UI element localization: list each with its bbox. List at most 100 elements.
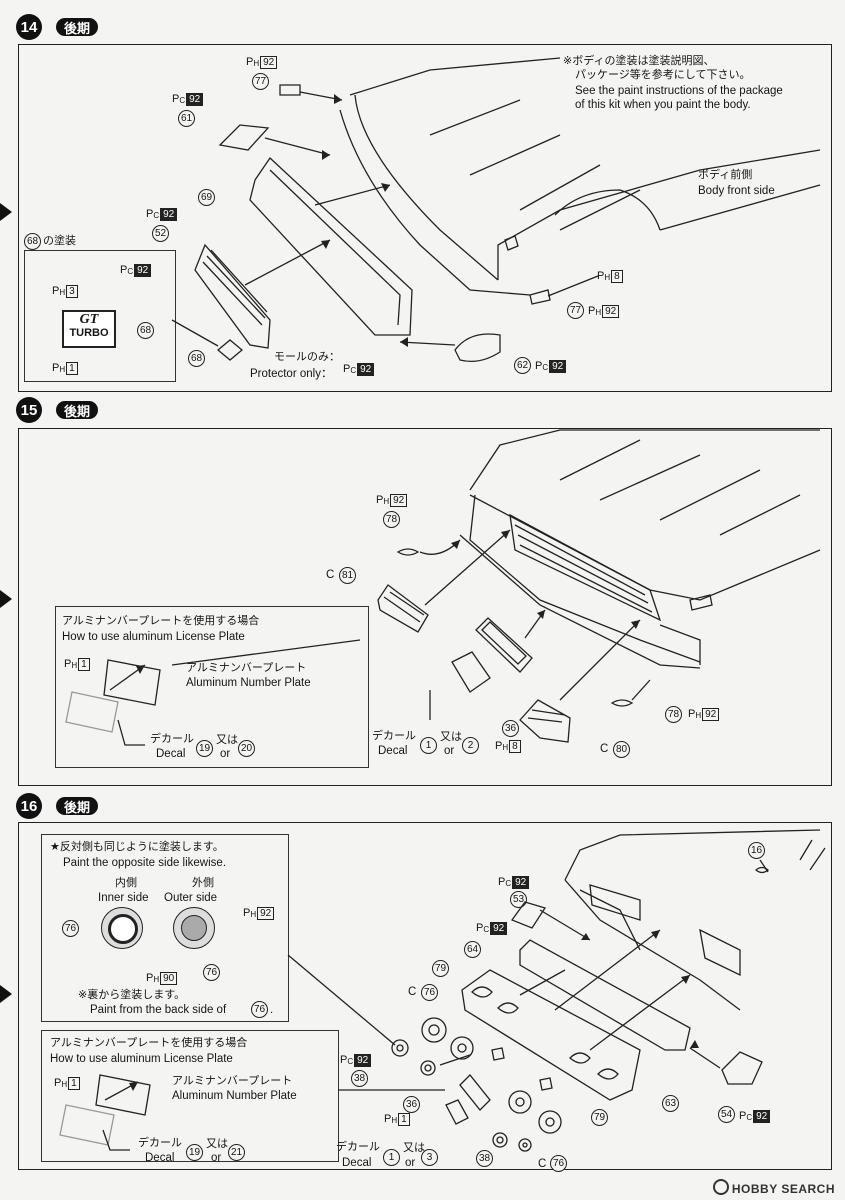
step-15-drawing [65,429,821,746]
decal-en-15: Decal [156,748,186,760]
inset-16-ja: アルミナンバープレートを使用する場合 [50,1036,248,1049]
opposite-side-note-ja: ★反対側も同じように塗装します。 [50,840,224,853]
paint-note-en-1: See the paint instructions of the packag… [575,85,783,97]
inset-15-ja: アルミナンバープレートを使用する場合 [62,614,260,627]
alu-plate-ja-15: アルミナンバープレート [186,661,307,674]
opposite-side-note-en: Paint the opposite side likewise. [63,857,227,869]
c-label-76-top: C [408,986,417,998]
c-label-81: C [326,569,335,581]
decal-en-16b: Decal [342,1157,372,1169]
c-label-76-bottom: C [538,1158,547,1170]
part-78-right: 78 [665,706,682,723]
part-53: 53 [510,891,527,908]
outer-side-ring [173,907,215,949]
part-64: 64 [464,941,481,958]
alu-plate-en-16: Aluminum Number Plate [172,1090,297,1102]
decal-1-16: 1 [383,1149,400,1166]
body-front-side-en: Body front side [698,185,775,197]
part-63: 63 [662,1095,679,1112]
part-68-label: 68 [24,233,41,250]
back-side-note-period: . [270,1004,274,1016]
part-38-left: 38 [351,1070,368,1087]
protector-only-ja: モールのみ： [274,350,340,363]
watermark-logo-icon [712,1179,729,1195]
or-en-15: or [220,748,231,760]
part-36-15: 36 [502,720,519,737]
part-61: 61 [178,110,195,127]
decal-19-16: 19 [186,1144,203,1161]
paint-note-ja-2: パッケージ等を参考にして下さい。 [575,68,751,81]
part-78-top: 78 [383,511,400,528]
outer-side-en: Outer side [164,892,218,904]
step-15-panel [18,428,832,786]
step-14-panel [18,44,832,392]
outer-side-ja: 外側 [192,876,214,889]
decal-en-15b: Decal [378,745,408,757]
step-14-number: 14 [16,14,42,40]
part-54: 54 [718,1106,735,1123]
page-side-arrow-2 [0,590,12,608]
inset-title: の塗装 [43,234,76,247]
decal-ja-16b: デカール [336,1140,380,1153]
decal-2-15: 2 [462,737,479,754]
body-front-side-ja: ボディ前側 [698,168,753,181]
inset-15-en: How to use aluminum License Plate [62,631,245,643]
gt-turbo-emblem: GT TURBO [62,310,116,348]
emblem-turbo-text: TURBO [69,327,109,339]
inner-side-ja: 内側 [115,876,137,889]
part-62: 62 [514,357,531,374]
or-ja-15b: 又は [440,730,462,743]
step-14-drawing [171,57,821,363]
alu-plate-en-15: Aluminum Number Plate [186,677,311,689]
part-79-top: 79 [432,960,449,977]
emblem-paint-inset [24,250,176,382]
or-ja-16b: 又は [403,1141,425,1154]
part-36-16: 36 [403,1096,420,1113]
decal-en-16: Decal [145,1152,175,1164]
protector-only-en: Protector only： [250,368,333,380]
step-16-late-model-badge: 後期 [56,797,99,816]
decal-ja-15b: デカール [372,729,416,742]
step-16-drawing [59,829,826,1152]
part-76-inner: 76 [62,920,79,937]
inner-side-en: Inner side [98,892,149,904]
part-80: 80 [613,741,630,758]
decal-19-15: 19 [196,740,213,757]
watermark: HOBBY SEARCH [712,1179,835,1196]
step-15-number: 15 [16,397,42,423]
part-16: 16 [748,842,765,859]
back-side-note-ja: ※裏から塗装します。 [78,988,186,1001]
paint-note-en-2: of this kit when you paint the body. [575,99,751,111]
inner-side-ring [101,907,143,949]
step-15-late-model-badge: 後期 [56,401,99,420]
decal-3-16: 3 [421,1149,438,1166]
part-52: 52 [152,225,169,242]
or-en-16b: or [405,1157,416,1169]
c-label-80: C [600,743,609,755]
or-en-16: or [211,1152,222,1164]
part-76-bottom: 76 [550,1155,567,1172]
license-plate-inset-15 [55,606,369,768]
page-side-arrow [0,203,12,221]
paint-side-inset [41,834,289,1022]
outer-side-ring-center [181,915,207,941]
part-69: 69 [198,189,215,206]
